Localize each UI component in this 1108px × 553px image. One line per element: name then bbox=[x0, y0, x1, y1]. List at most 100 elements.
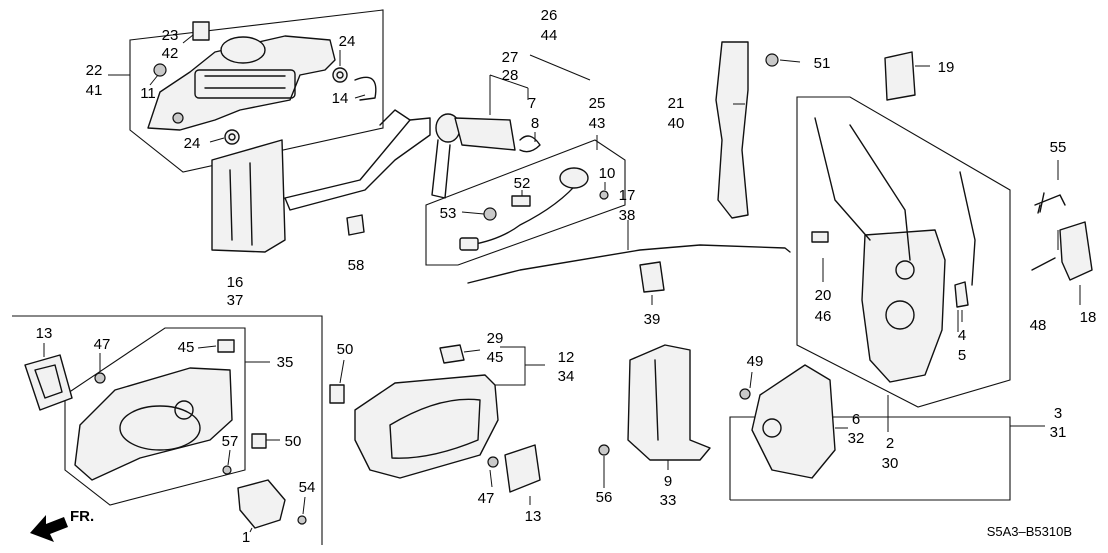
callout-45-left: 45 bbox=[178, 339, 195, 356]
screw-57 bbox=[222, 465, 232, 475]
outer-door-handle bbox=[147, 35, 336, 131]
callout-8: 8 bbox=[531, 115, 539, 132]
callout-9: 9 bbox=[664, 473, 672, 490]
callout-23: 23 bbox=[162, 27, 179, 44]
callout-50-lower: 50 bbox=[285, 433, 302, 450]
callout-3: 3 bbox=[1054, 405, 1062, 422]
callout-52: 52 bbox=[514, 175, 531, 192]
callout-25: 25 bbox=[589, 95, 606, 112]
spring-clip bbox=[354, 76, 377, 101]
protector-bolt bbox=[765, 53, 779, 67]
inner-handle-subframe bbox=[64, 327, 246, 506]
actuator-group-frame bbox=[729, 416, 1011, 501]
callout-labels: 26 44 27 28 7 8 25 43 10 52 53 58 22 41 … bbox=[36, 7, 1097, 546]
callout-16: 16 bbox=[227, 274, 244, 291]
callout-35: 35 bbox=[277, 354, 294, 371]
callout-32: 32 bbox=[848, 430, 865, 447]
front-direction-marker: FR. bbox=[30, 508, 94, 542]
callout-1: 1 bbox=[242, 529, 250, 546]
callout-13-left: 13 bbox=[36, 325, 53, 342]
lock-rod bbox=[467, 244, 791, 284]
callout-45-right: 45 bbox=[487, 349, 504, 366]
inner-handle-assembly bbox=[74, 367, 233, 481]
door-lock-latch bbox=[814, 117, 976, 383]
diagram-code: S5A3–B5310B bbox=[987, 524, 1072, 539]
callout-44: 44 bbox=[541, 27, 558, 44]
actuator-screw bbox=[739, 388, 751, 400]
callout-51: 51 bbox=[814, 55, 831, 72]
latch-group-frame bbox=[796, 96, 1011, 408]
rod-holder bbox=[954, 281, 969, 308]
grommet bbox=[346, 214, 365, 236]
callout-58: 58 bbox=[348, 257, 365, 274]
callout-49: 49 bbox=[747, 353, 764, 370]
callout-37: 37 bbox=[227, 292, 244, 309]
callout-57: 57 bbox=[222, 433, 239, 450]
callout-38: 38 bbox=[619, 207, 636, 224]
callout-40: 40 bbox=[668, 115, 685, 132]
lock-protector bbox=[715, 41, 749, 219]
callout-20: 20 bbox=[815, 287, 832, 304]
callout-5: 5 bbox=[958, 347, 966, 364]
callout-24-upper: 24 bbox=[339, 33, 356, 50]
inner-handle-protector bbox=[24, 354, 73, 411]
small-screw bbox=[599, 190, 609, 200]
inner-handle-trim bbox=[354, 374, 499, 479]
callout-7: 7 bbox=[528, 95, 536, 112]
callout-22: 22 bbox=[86, 62, 103, 79]
screw-47b bbox=[487, 456, 499, 468]
callout-46: 46 bbox=[815, 308, 832, 325]
callout-50-upper: 50 bbox=[337, 341, 354, 358]
cylinder-harness bbox=[459, 167, 589, 251]
inner-handle-group-frame bbox=[12, 315, 323, 545]
callout-14: 14 bbox=[332, 90, 349, 107]
cylinder-spring bbox=[519, 135, 541, 153]
handle-rod-bracket bbox=[284, 109, 431, 211]
lock-actuator bbox=[751, 364, 836, 479]
handle-clip-upper bbox=[217, 339, 235, 353]
switch-cover bbox=[884, 51, 916, 101]
callout-29: 29 bbox=[487, 330, 504, 347]
callout-11: 11 bbox=[140, 85, 156, 102]
callout-4: 4 bbox=[958, 327, 966, 344]
clip-50-lower bbox=[251, 433, 267, 449]
callout-55: 55 bbox=[1050, 139, 1067, 156]
callout-24-lower: 24 bbox=[184, 135, 201, 152]
callout-48: 48 bbox=[1030, 317, 1047, 334]
harness-clip bbox=[511, 195, 531, 207]
screw-54 bbox=[297, 515, 307, 525]
striker-bolt bbox=[1031, 257, 1056, 271]
harness-bolt bbox=[483, 207, 497, 221]
key-cylinder bbox=[431, 113, 516, 199]
callout-6: 6 bbox=[852, 411, 860, 428]
striker-screw bbox=[1034, 192, 1066, 214]
callout-30: 30 bbox=[882, 455, 899, 472]
screw-56 bbox=[598, 444, 610, 456]
callout-41: 41 bbox=[86, 82, 103, 99]
front-arrow-icon bbox=[30, 515, 68, 542]
trim-cap bbox=[504, 444, 541, 493]
inner-switch bbox=[237, 479, 286, 529]
callout-56: 56 bbox=[596, 489, 613, 506]
callout-12: 12 bbox=[558, 349, 575, 366]
clip-50-upper bbox=[329, 384, 345, 404]
callout-19: 19 bbox=[938, 59, 955, 76]
door-striker bbox=[1059, 221, 1093, 281]
callout-21: 21 bbox=[668, 95, 685, 112]
callout-39: 39 bbox=[644, 311, 661, 328]
key-cylinder-group-frame bbox=[425, 139, 626, 266]
callout-34: 34 bbox=[558, 368, 575, 385]
callout-47-left: 47 bbox=[94, 336, 111, 353]
nut-lower bbox=[224, 129, 240, 145]
front-marker-label: FR. bbox=[70, 508, 94, 525]
latch-clip bbox=[811, 231, 829, 243]
callout-43: 43 bbox=[589, 115, 606, 132]
rod-clip bbox=[639, 261, 665, 293]
latch-cable-bracket bbox=[627, 344, 711, 461]
nut-upper bbox=[332, 67, 348, 83]
handle-screw bbox=[153, 63, 167, 77]
callout-42: 42 bbox=[162, 45, 179, 62]
callout-54: 54 bbox=[299, 479, 316, 496]
callout-13-right: 13 bbox=[525, 508, 542, 525]
callout-53: 53 bbox=[440, 205, 457, 222]
